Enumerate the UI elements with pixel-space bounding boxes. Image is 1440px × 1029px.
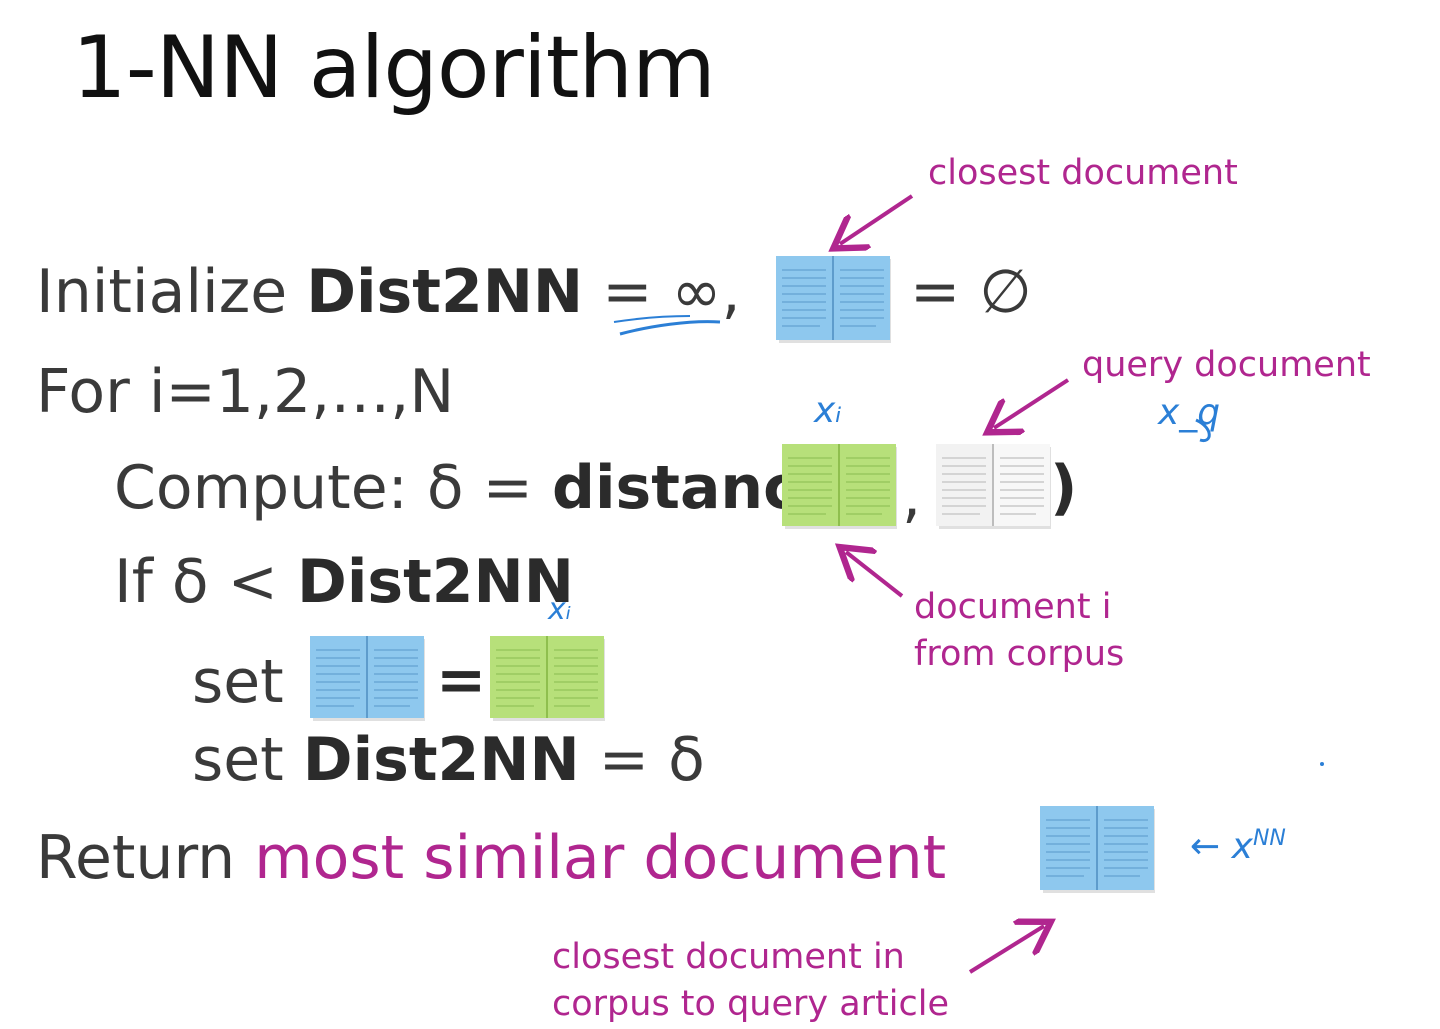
xq-tail — [1195, 418, 1211, 443]
arrow-closest-in-corpus — [968, 926, 1044, 974]
document-i-icon — [782, 444, 897, 529]
annotation-query-document: query document — [1082, 345, 1371, 385]
init-eq2: = ∅ — [910, 257, 1032, 327]
slide-title: 1-NN algorithm — [72, 18, 716, 118]
infinity-underline-2 — [613, 315, 691, 323]
set-xi-document-icon — [490, 636, 605, 721]
closest-document-icon — [776, 256, 891, 343]
set2-line: set Dist2NN = δ — [192, 730, 705, 790]
arrow-query-document — [994, 378, 1070, 428]
return-highlight: most similar document — [254, 823, 947, 893]
arrow-document-i — [846, 552, 904, 598]
for-line: For i=1,2,…,N — [36, 357, 455, 427]
set2-suffix: = δ — [579, 725, 705, 795]
init-prefix: Initialize — [36, 257, 307, 327]
init-var: Dist2NN — [306, 257, 584, 327]
return-document-icon — [1040, 806, 1155, 893]
arrow-closest-document — [840, 194, 914, 244]
if-var: Dist2NN — [297, 547, 574, 617]
xnn-x: x — [1231, 826, 1253, 867]
set1-eq: = — [436, 645, 487, 715]
set2-prefix: set — [192, 725, 303, 795]
annotation-document-i: document i from corpus — [914, 587, 1125, 675]
set1-label: set — [192, 647, 284, 717]
compute-prefix: Compute: δ = — [114, 453, 553, 523]
init-line: Initialize Dist2NN = ∞, — [36, 262, 741, 322]
infinity-underline — [619, 320, 721, 336]
return-prefix: Return — [36, 823, 255, 893]
set2-var: Dist2NN — [302, 725, 580, 795]
query-document-icon — [936, 444, 1051, 529]
annotation-closest-in-corpus: closest document in corpus to query arti… — [552, 937, 950, 1025]
init-eq: = ∞, — [583, 257, 741, 327]
annotation-closest-document: closest document — [928, 153, 1238, 193]
compute-close: ) — [1050, 453, 1078, 523]
if-line: If δ < Dist2NN — [114, 552, 574, 612]
xnn-arrow: ← — [1190, 826, 1221, 867]
set-nn-document-icon — [310, 636, 425, 721]
xnn-sup: NN — [1252, 826, 1286, 851]
handwritten-xi-set: xᵢ — [548, 592, 572, 627]
handwritten-xq: x_q — [1158, 392, 1221, 433]
return-line: Return most similar document — [36, 828, 946, 888]
handwritten-xnn: ← xNN — [1190, 826, 1286, 867]
compute-comma: , — [902, 461, 922, 531]
if-prefix: If δ < — [114, 547, 298, 617]
handwritten-xi-top: xᵢ — [814, 390, 842, 431]
stray-dot — [1320, 762, 1324, 766]
